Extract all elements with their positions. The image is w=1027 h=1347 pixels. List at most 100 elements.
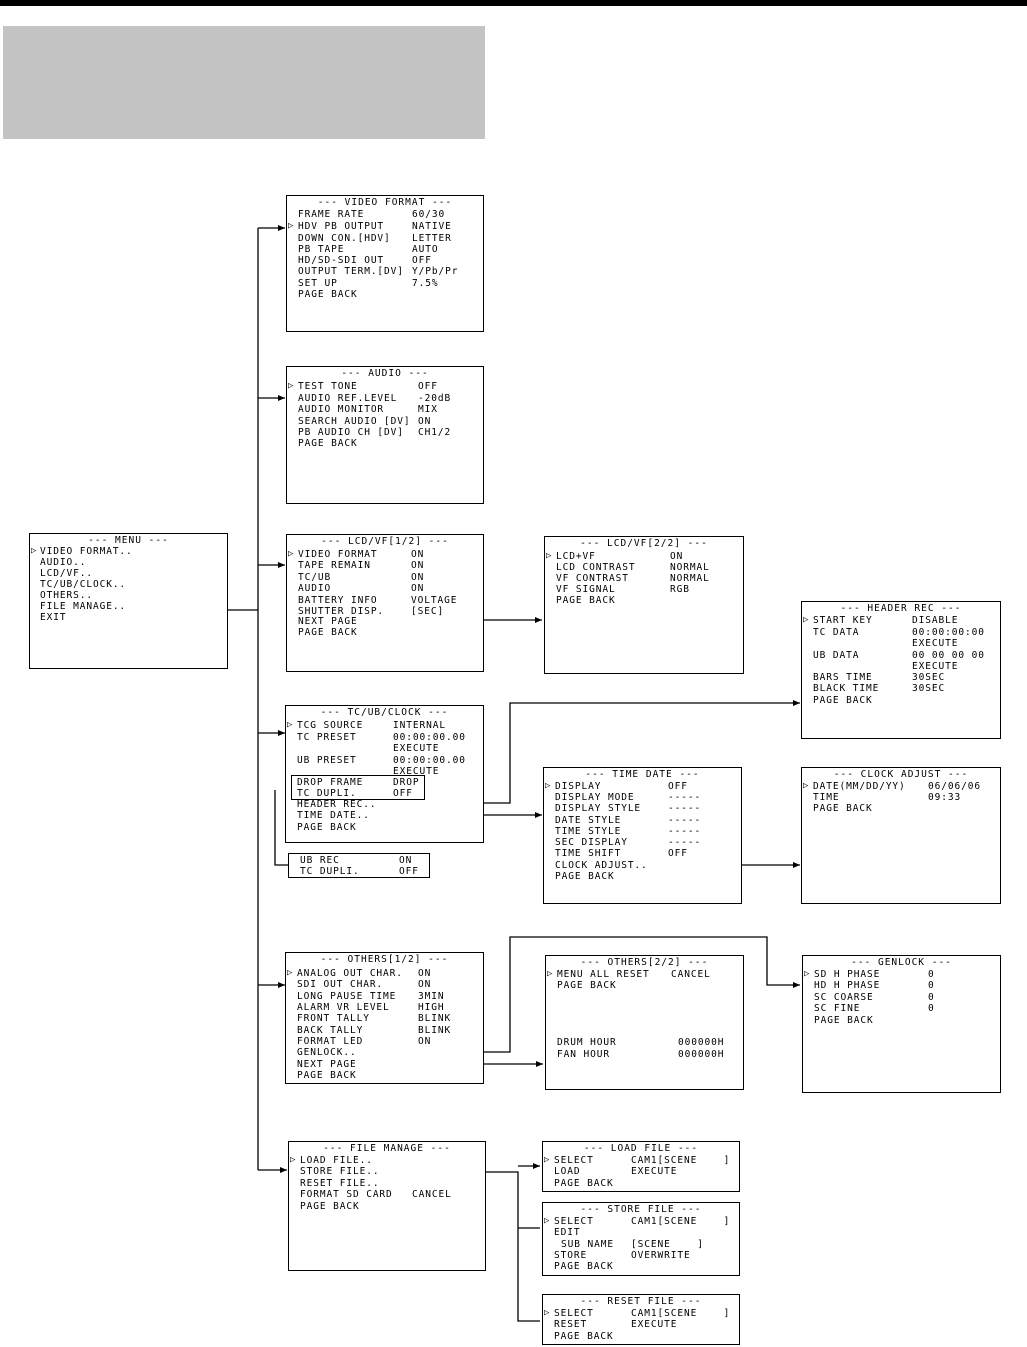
setting-label: PAGE BACK <box>554 1331 614 1342</box>
setting-label: PAGE BACK <box>554 1178 614 1189</box>
header-rec-screen: --- HEADER REC --- ▷ START KEY DISABLE T… <box>801 601 1001 739</box>
setting-label: TIME SHIFT <box>555 848 622 859</box>
setting-label: PB AUDIO CH [DV] <box>298 427 404 438</box>
video-format-screen: --- VIDEO FORMAT --- ▷ FRAME RATE 60/30 … <box>286 195 484 332</box>
setting-value: ON <box>418 1036 432 1047</box>
setting-label: AUDIO MONITOR <box>298 404 385 415</box>
setting-label: PAGE BACK <box>297 1070 357 1081</box>
setting-label: DATE STYLE <box>555 815 622 826</box>
setting-value: EXECUTE <box>393 766 440 777</box>
cursor-icon: ▷ <box>287 720 293 730</box>
setting-label: SELECT <box>554 1308 594 1319</box>
setting-label: PAGE BACK <box>554 1261 614 1272</box>
setting-value: HIGH <box>418 1002 445 1013</box>
setting-label: TC/UB <box>298 572 332 583</box>
setting-value: DROP <box>393 777 420 788</box>
menu-item-audio[interactable]: AUDIO.. <box>40 557 87 568</box>
setting-label: TIME DATE.. <box>297 810 370 821</box>
setting-label: LOAD FILE.. <box>300 1155 373 1166</box>
setting-label: FORMAT LED <box>297 1036 364 1047</box>
setting-value: ON <box>399 855 413 866</box>
menu-item-file-manage[interactable]: FILE MANAGE.. <box>40 601 127 612</box>
cursor-icon: ▷ <box>547 969 553 979</box>
screen-title: --- FILE MANAGE --- <box>323 1143 451 1154</box>
setting-value: OVERWRITE <box>631 1250 691 1261</box>
setting-value: NORMAL <box>670 573 710 584</box>
setting-label: VF CONTRAST <box>556 573 629 584</box>
setting-label: VIDEO FORMAT <box>298 549 378 560</box>
setting-label: PAGE BACK <box>298 627 358 638</box>
setting-label: RESET FILE.. <box>300 1178 380 1189</box>
setting-value: ON <box>418 416 432 427</box>
setting-value: 7.5% <box>412 278 439 289</box>
setting-label: GENLOCK.. <box>297 1047 357 1058</box>
setting-label: PB TAPE <box>298 244 345 255</box>
setting-value: 00:00:00:00 <box>912 627 985 638</box>
menu-item-video-format[interactable]: VIDEO FORMAT.. <box>40 546 133 557</box>
setting-value: EXECUTE <box>393 743 440 754</box>
menu-item-lcd-vf[interactable]: LCD/VF.. <box>40 568 93 579</box>
setting-value: ----- <box>668 803 702 814</box>
cursor-icon: ▷ <box>287 968 293 978</box>
setting-value: NATIVE <box>412 221 452 232</box>
setting-value: [SCENE ] <box>631 1239 704 1250</box>
setting-label: DISPLAY <box>555 781 602 792</box>
setting-label: AUDIO <box>298 583 332 594</box>
screen-title: --- MENU --- <box>88 535 169 546</box>
setting-value: OFF <box>393 788 413 799</box>
setting-label: PAGE BACK <box>813 695 873 706</box>
others-2-screen: --- OTHERS[2/2] --- ▷ MENU ALL RESET CAN… <box>545 955 744 1090</box>
setting-label: TC DATA <box>813 627 860 638</box>
setting-label: LCD CONTRAST <box>556 562 636 573</box>
cursor-icon: ▷ <box>544 1308 550 1318</box>
setting-label: PAGE BACK <box>555 871 615 882</box>
menu-item-others[interactable]: OTHERS.. <box>40 590 93 601</box>
setting-label: SEC DISPLAY <box>555 837 628 848</box>
setting-label: AUDIO REF.LEVEL <box>298 393 398 404</box>
setting-value: NORMAL <box>670 562 710 573</box>
menu-item-exit[interactable]: EXIT <box>40 612 67 623</box>
setting-label: STORE FILE.. <box>300 1166 380 1177</box>
cursor-icon: ▷ <box>288 549 294 559</box>
cursor-icon: ▷ <box>545 781 551 791</box>
setting-label: START KEY <box>813 615 873 626</box>
setting-label: NEXT PAGE <box>298 616 358 627</box>
menu-screen: --- MENU --- ▷ VIDEO FORMAT.. AUDIO.. LC… <box>29 533 228 669</box>
setting-label: PAGE BACK <box>297 822 357 833</box>
screen-title: --- GENLOCK --- <box>851 957 952 968</box>
screen-title: --- OTHERS[1/2] --- <box>320 954 449 965</box>
lcd-vf-2-screen: --- LCD/VF[2/2] --- ▷ LCD+VF ON LCD CONT… <box>544 536 744 674</box>
setting-value: EXECUTE <box>631 1319 678 1330</box>
setting-value: AUTO <box>412 244 439 255</box>
setting-value: ON <box>411 583 425 594</box>
setting-value: OFF <box>668 848 688 859</box>
setting-value: ON <box>411 549 425 560</box>
setting-value: MIX <box>418 404 438 415</box>
setting-value: EXECUTE <box>912 661 959 672</box>
setting-label: DATE(MM/DD/YY) <box>813 781 906 792</box>
cursor-icon: ▷ <box>31 546 37 556</box>
setting-label: BATTERY INFO <box>298 595 378 606</box>
time-date-screen: --- TIME DATE --- ▷ DISPLAY OFF DISPLAY … <box>543 767 742 904</box>
setting-value: ----- <box>668 815 702 826</box>
setting-value: OFF <box>412 255 432 266</box>
setting-label: HD/SD-SDI OUT <box>298 255 385 266</box>
setting-value: [SEC] <box>411 606 445 617</box>
setting-label: PAGE BACK <box>557 980 617 991</box>
setting-label: LCD+VF <box>556 551 596 562</box>
setting-label: PAGE BACK <box>556 595 616 606</box>
menu-item-tc-ub-clock[interactable]: TC/UB/CLOCK.. <box>40 579 127 590</box>
setting-value: ON <box>411 572 425 583</box>
setting-value: 0 <box>928 969 935 980</box>
setting-value: LETTER <box>412 233 452 244</box>
ub-alt-box: UB REC ON TC DUPLI. OFF <box>288 853 430 878</box>
screen-title: --- TC/UB/CLOCK --- <box>320 707 449 718</box>
cursor-icon: ▷ <box>803 615 809 625</box>
cursor-icon: ▷ <box>288 381 294 391</box>
setting-label: UB REC <box>300 855 340 866</box>
setting-value: ON <box>418 968 432 979</box>
screen-title: --- AUDIO --- <box>341 368 429 379</box>
reset-file-screen: --- RESET FILE --- ▷ SELECT CAM1[SCENE ]… <box>542 1294 740 1345</box>
cursor-icon: ▷ <box>544 1216 550 1226</box>
setting-label: UB DATA <box>813 650 860 661</box>
